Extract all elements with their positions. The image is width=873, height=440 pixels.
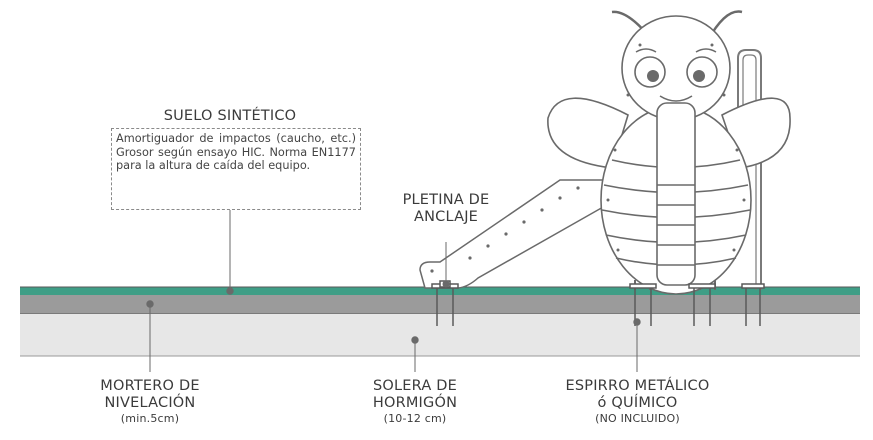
pletina-line1: PLETINA DE [402,192,490,208]
synthetic-floor-layer [20,287,860,295]
bee-slide-icon [547,10,791,295]
espirro-sub: (NO INCLUIDO) [595,412,680,425]
back-handrail [737,49,762,290]
mortero-sub: (min.5cm) [120,412,180,425]
mortero-line1: MORTERO DE [100,378,200,394]
espirro-label: ESPIRRO METÁLICO ó QUÍMICO (NO INCLUIDO) [555,378,720,426]
leader-lines [146,210,641,372]
pletina-label: PLETINA DE ANCLAJE [380,192,512,226]
espirro-line1: ESPIRRO METÁLICO [565,378,710,394]
suelo-sintetico-note: Amortiguador de impactos (caucho, etc.) … [111,128,361,210]
mortar-layer [20,295,860,314]
solera-line2: HORMIGÓN [372,395,458,411]
solera-sub: (10-12 cm) [383,412,447,425]
left-wing [547,97,629,169]
espirro-line2: ó QUÍMICO [597,395,678,411]
solera-line1: SOLERA DE [373,378,457,394]
concrete-slab-layer [20,314,860,356]
pletina-line2: ANCLAJE [413,209,479,225]
mortero-label: MORTERO DE NIVELACIÓN (min.5cm) [80,378,220,426]
climbing-panel [656,102,696,286]
suelo-sintetico-title: SUELO SINTÉTICO [163,108,297,124]
slide [419,179,613,289]
mortero-line2: NIVELACIÓN [104,395,196,411]
solera-label: SOLERA DE HORMIGÓN (10-12 cm) [350,378,480,426]
